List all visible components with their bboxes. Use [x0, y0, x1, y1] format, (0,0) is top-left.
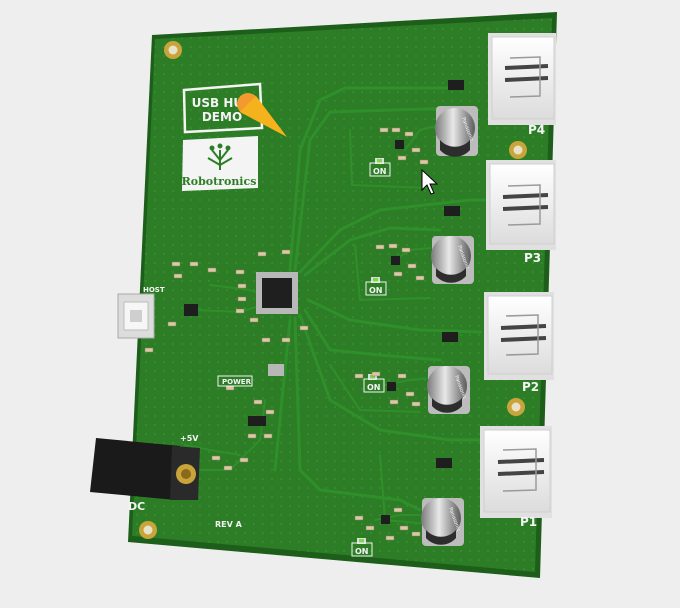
mounting-hole-right-upper — [509, 141, 527, 159]
mounting-hole-top-left — [164, 41, 182, 59]
port-label-p4: P4 — [528, 123, 545, 137]
port-switch-chips — [381, 80, 464, 524]
brand-logo: Robotronics — [182, 136, 258, 191]
ic-small-p3 — [391, 256, 400, 265]
ic-small-p2 — [387, 382, 396, 391]
dc-power-jack: +5V DC — [90, 434, 200, 513]
logo-box: USB HUB DEMO — [182, 82, 264, 134]
plus5v-label: +5V — [180, 434, 199, 443]
switch-chip-p3 — [444, 206, 460, 216]
usb-port-p1: P1 — [480, 426, 552, 529]
led-indicator-p1: ON — [351, 538, 373, 557]
led-indicator-p3: ON — [365, 277, 387, 296]
capacitor-p2: Panasonic — [427, 366, 470, 414]
led-label-p2: ON — [367, 383, 381, 392]
mounting-hole-bottom-left — [139, 521, 157, 539]
revision-label: REV A — [215, 520, 243, 529]
switch-chip-p2 — [442, 332, 458, 342]
host-label: HOST — [143, 286, 165, 294]
logo-text-line-2: DEMO — [202, 110, 242, 124]
led-label-p3: ON — [369, 286, 383, 295]
port-label-p3: P3 — [524, 251, 541, 265]
ic-small-p4 — [395, 140, 404, 149]
capacitor-p4: Panasonic — [435, 106, 478, 157]
mouse-cursor-icon — [421, 168, 439, 195]
switch-chip-p4 — [448, 80, 464, 90]
port-label-p2: P2 — [522, 380, 539, 394]
mounting-holes — [139, 41, 527, 539]
logo-text-line-1: USB HUB — [192, 96, 253, 110]
port-label-p1: P1 — [520, 515, 537, 529]
power-label: POWER — [222, 378, 252, 386]
smd-components — [144, 127, 429, 541]
usb-port-p4: P4 — [488, 33, 556, 137]
ic-small-p1 — [381, 515, 390, 524]
usb-port-p3: P3 — [486, 160, 556, 265]
led-label-p1: ON — [355, 547, 369, 556]
led-label-p4: ON — [373, 167, 387, 176]
dc-label: DC — [128, 500, 145, 513]
mounting-hole-right-lower — [507, 398, 525, 416]
pcb-traces — [184, 86, 492, 526]
brand-name: Robotronics — [182, 175, 257, 188]
switch-chip-p1 — [436, 458, 452, 468]
led-indicator-p2: ON — [363, 374, 385, 393]
orange-pointer-icon — [237, 93, 287, 137]
hub-controller-chip — [256, 272, 298, 314]
led-indicator-p4: ON — [369, 158, 391, 177]
usb-port-p2: P2 — [484, 292, 554, 394]
tree-icon — [207, 143, 233, 170]
host-usb-connector: HOST — [117, 286, 165, 339]
capacitor-p1: Panasonic — [421, 498, 464, 546]
power-led: POWER — [217, 375, 253, 387]
capacitor-p3: Panasonic — [431, 236, 474, 284]
